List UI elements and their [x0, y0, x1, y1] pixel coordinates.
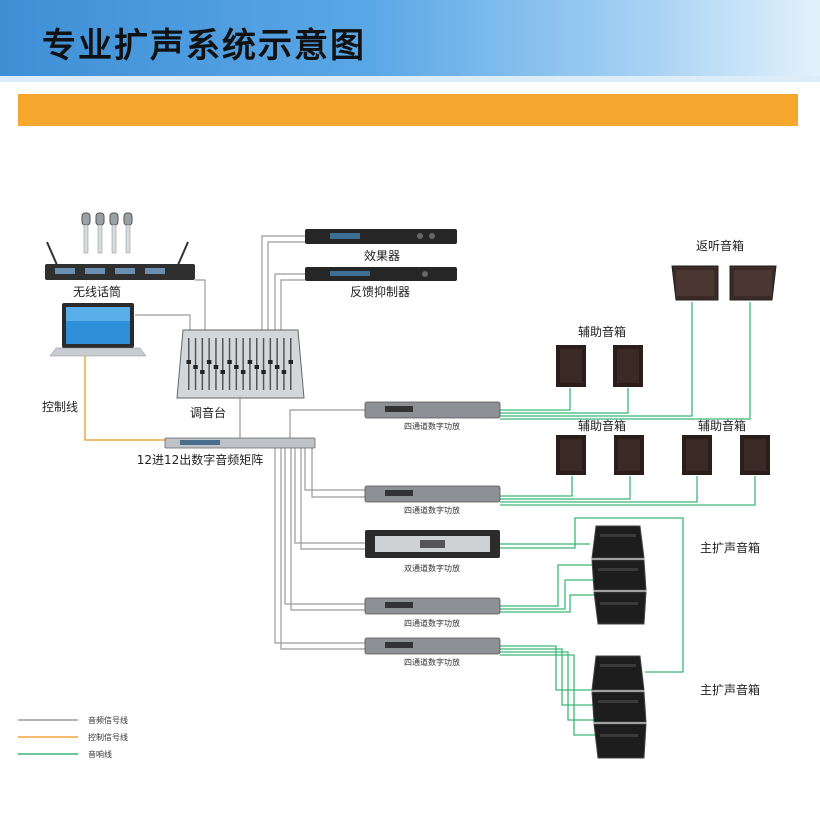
orange-bar [18, 94, 798, 126]
feedback-suppressor-device [305, 267, 457, 281]
aux-speaker-1a [556, 345, 586, 387]
feedback-suppressor-label: 反馈抑制器 [350, 284, 410, 299]
amplifier-2 [364, 485, 501, 503]
mixer-device [176, 329, 305, 399]
wireless-mic-label: 无线话筒 [73, 284, 121, 299]
aux-speaker-3b [740, 435, 770, 475]
audio-signal-lines [135, 235, 365, 650]
matrix-label: 12进12出数字音频矩阵 [137, 452, 264, 467]
monitor-speakers-label: 返听音箱 [696, 238, 744, 253]
aux-speaker-1b [613, 345, 643, 387]
amplifier-1-label: 四通道数字功放 [404, 421, 460, 431]
aux-speakers-1-label: 辅助音箱 [578, 324, 626, 339]
mixer-label: 调音台 [190, 405, 226, 420]
amplifier-2-label: 四通道数字功放 [404, 505, 460, 515]
matrix-device [164, 437, 316, 449]
amplifier-3 [365, 530, 500, 558]
amplifier-5 [364, 637, 501, 655]
aux-speaker-3a [682, 435, 712, 475]
main-line-array-top [591, 525, 647, 625]
effects-device [305, 229, 457, 244]
aux-speaker-2a [556, 435, 586, 475]
legend-speaker-label: 音响线 [88, 749, 112, 759]
monitor-speaker-left [671, 265, 719, 301]
amplifier-4 [364, 597, 501, 615]
legend: 音频信号线 控制信号线 音响线 [18, 715, 128, 759]
control-line-label: 控制线 [42, 400, 78, 414]
amplifier-5-label: 四通道数字功放 [404, 657, 460, 667]
amplifier-4-label: 四通道数字功放 [404, 618, 460, 628]
main-line-array-bottom [591, 655, 647, 759]
effects-label: 效果器 [364, 248, 400, 263]
amplifier-3-label: 双通道数字功放 [404, 563, 460, 573]
main-speakers-2-label: 主扩声音箱 [700, 682, 760, 697]
wireless-mic-device [45, 212, 195, 280]
page-title: 专业扩声系统示意图 [42, 26, 366, 66]
header-banner [0, 0, 820, 82]
control-signal-lines [84, 355, 165, 441]
laptop-device [49, 303, 147, 357]
speaker-lines [500, 302, 756, 736]
legend-audio-label: 音频信号线 [88, 715, 128, 725]
main-speakers-1-label: 主扩声音箱 [700, 540, 760, 555]
legend-control-label: 控制信号线 [88, 732, 128, 742]
aux-speakers-3-label: 辅助音箱 [698, 418, 746, 433]
monitor-speaker-right [729, 265, 777, 301]
amplifier-1 [364, 401, 501, 419]
aux-speakers-2-label: 辅助音箱 [578, 418, 626, 433]
aux-speaker-2b [614, 435, 644, 475]
